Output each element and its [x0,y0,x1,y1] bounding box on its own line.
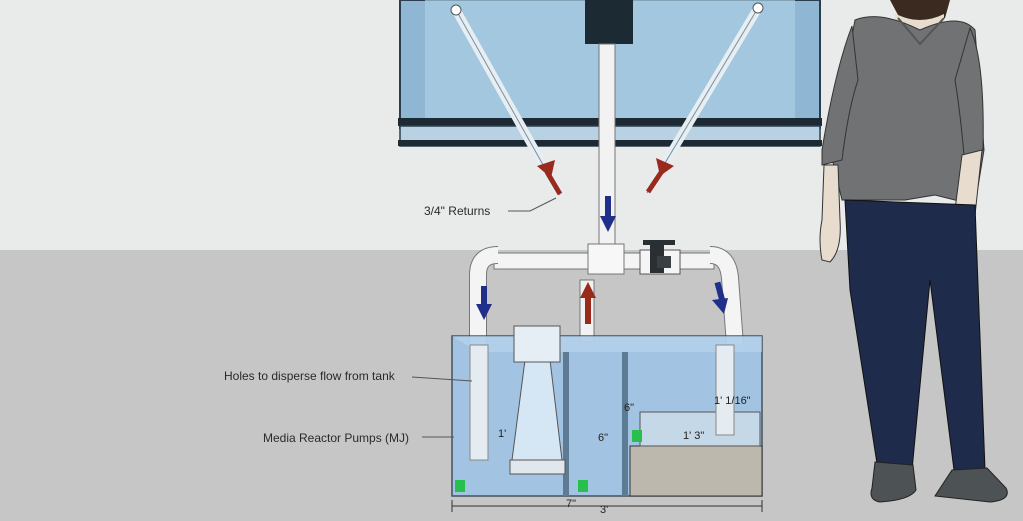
dim-seven-inch: 7" [566,498,577,510]
pump-left [455,480,465,492]
arrow-down-left [476,286,492,320]
person-figure [819,0,1008,503]
baffle-2 [622,352,628,496]
baffle-1 [563,352,569,496]
label-holes: Holes to disperse flow from tank [224,369,395,383]
arrow-down-right [712,281,728,314]
arrow-up-left [537,160,563,196]
leader-lines [411,197,557,438]
arrow-up-right [645,158,674,194]
return-chamber [639,411,761,447]
arrow-down-drain [600,196,616,232]
right-intake-pipe [715,344,735,436]
sump-tank [451,325,763,512]
arrow-up-middle [580,282,596,324]
dim-three-foot: 3' [600,504,609,516]
dim-height: 1' 1/16" [714,395,751,407]
dim-one-foot-three: 1' 3" [683,430,705,442]
pump-right [578,480,588,492]
ball-valve [639,240,681,275]
label-returns: 3/4" Returns [424,204,491,218]
dim-six-small: 6" [624,402,635,414]
pump-mid [632,430,642,442]
flow-arrows [476,158,728,324]
dim-six-inch: 6" [598,432,609,444]
label-pumps: Media Reactor Pumps (MJ) [263,431,410,445]
overflow-box [585,0,633,44]
sand-chamber [629,445,763,497]
dim-one-foot: 1' [498,428,507,440]
left-intake-pipe [469,344,489,461]
